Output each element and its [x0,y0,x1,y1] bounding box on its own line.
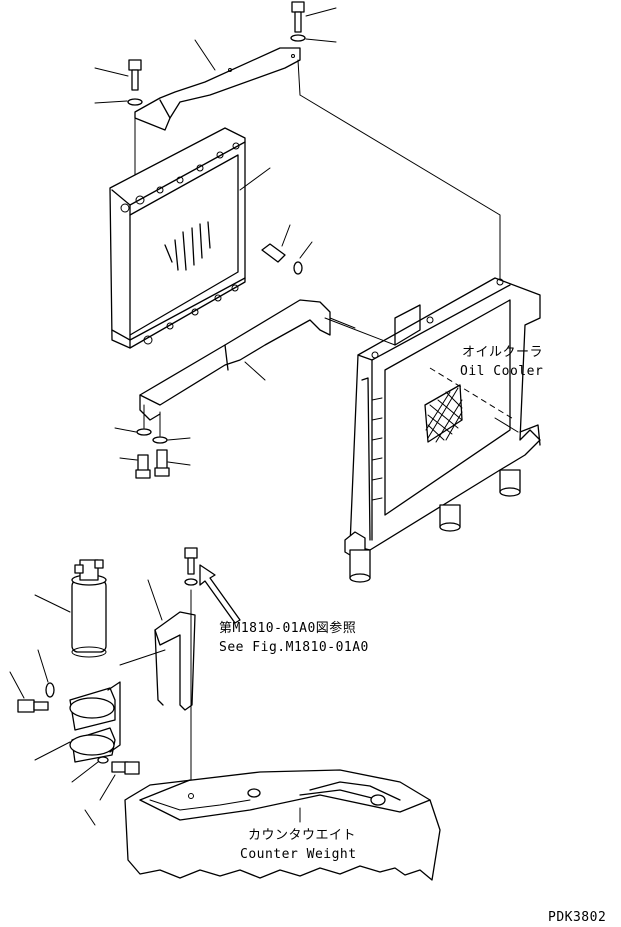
clamp-bolts [9,649,140,826]
see-fig-label-en: See Fig.M1810-01A0 [219,640,369,655]
counterweight-label-en: Counter Weight [240,847,357,862]
cooler-frame [344,277,541,583]
top-bracket [134,39,301,131]
bottom-bolts [114,404,191,479]
clamp-assembly [69,681,121,763]
top-bolt-left [94,59,143,106]
top-bolt-right [290,1,337,43]
oil-cooler-core [109,127,271,349]
counterweight-label-jp: カウンタウエイト [248,828,357,843]
counterweight [124,769,441,881]
oil-cooler-label-jp: オイルクーラ [462,345,544,360]
oil-cooler-label-en: Oil Cooler [460,364,544,379]
receiver-drier [34,559,107,658]
drawing-code: PDK3802 [548,910,607,925]
reference-arrow [199,564,241,624]
clamp-bracket [147,579,196,711]
middle-bolt [261,224,313,275]
counterweight-bolt [184,547,198,793]
bottom-bracket [139,299,356,421]
see-fig-label-jp: 第M1810-01A0図参照 [219,621,357,636]
